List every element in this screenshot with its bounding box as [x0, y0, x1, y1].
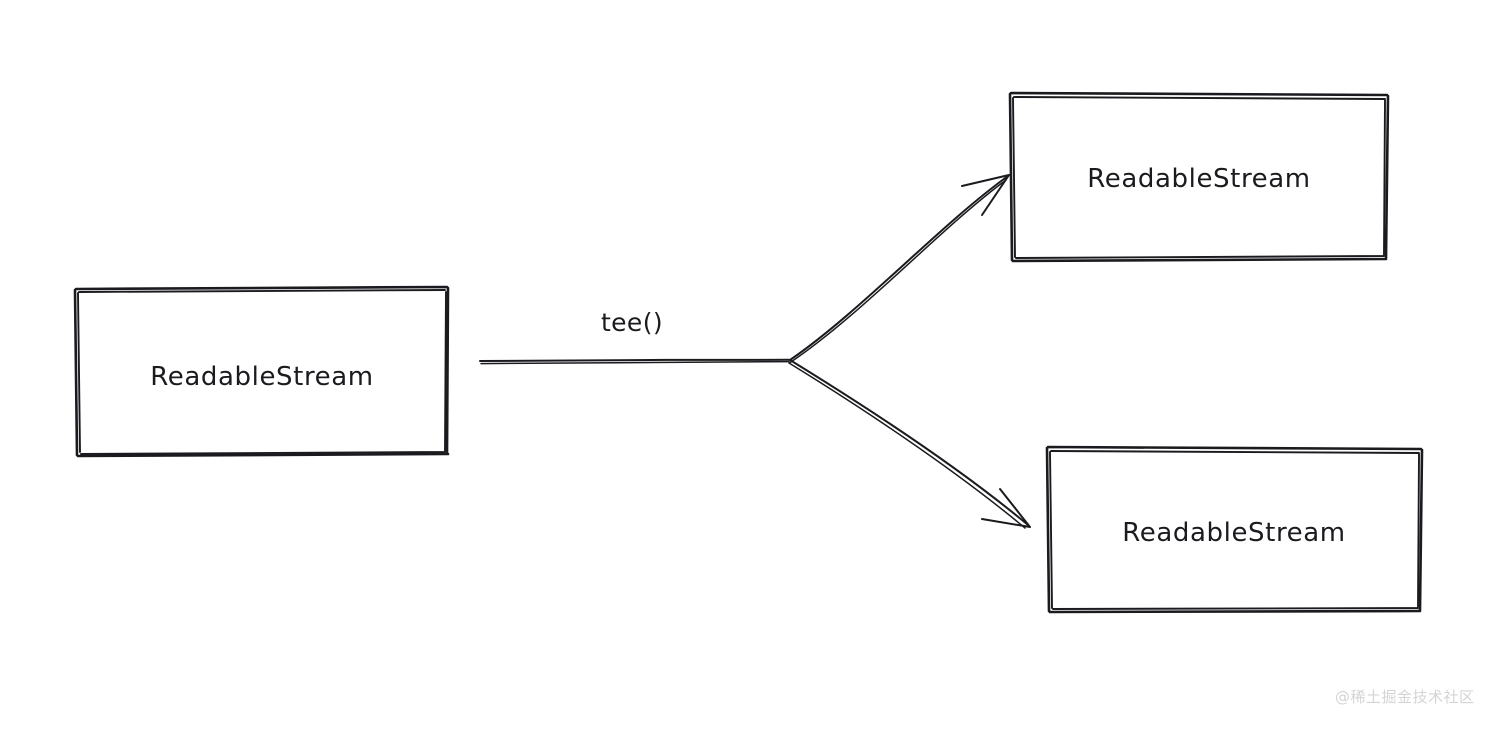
- node-branch-stream-1-border-secondary: [1012, 96, 1386, 259]
- node-source-stream-border: [73, 285, 450, 458]
- edge-tee-trunk: [479, 358, 790, 362]
- edge-tee-label: tee(): [601, 308, 663, 337]
- node-source-stream-label: ReadableStream: [150, 362, 373, 392]
- edge-tee[interactable]: tee(): [479, 174, 1031, 529]
- edge-tee-branch-upper: [789, 175, 1009, 361]
- edge-tee-branch-lower-secondary: [788, 362, 1026, 529]
- edge-tee-arrowhead-upper: [961, 174, 1010, 216]
- node-branch-stream-2[interactable]: ReadableStream: [1045, 445, 1424, 614]
- edge-tee-trunk-secondary: [480, 360, 790, 365]
- node-branch-stream-2-border: [1045, 445, 1424, 614]
- edge-tee-branch-lower: [789, 359, 1029, 526]
- node-branch-stream-2-border-secondary: [1049, 450, 1420, 610]
- watermark-label: @稀土掘金技术社区: [1335, 688, 1475, 706]
- node-source-stream[interactable]: ReadableStream: [73, 285, 450, 458]
- node-branch-stream-1-label: ReadableStream: [1087, 164, 1310, 194]
- node-branch-stream-2-label: ReadableStream: [1122, 518, 1345, 548]
- node-branch-stream-1-border: [1008, 91, 1390, 263]
- node-source-stream-border-secondary: [77, 289, 447, 455]
- node-branch-stream-1[interactable]: ReadableStream: [1008, 91, 1390, 263]
- edge-tee-arrowhead-lower: [981, 488, 1031, 528]
- edge-tee-branch-upper-secondary: [789, 179, 1007, 364]
